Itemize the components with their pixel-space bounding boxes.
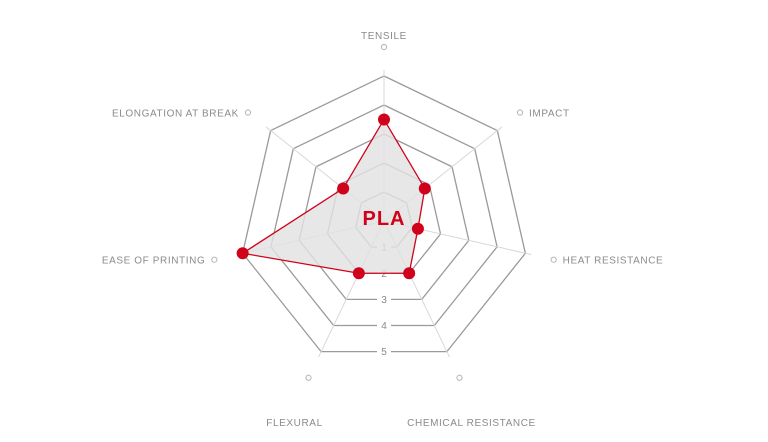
data-point [352, 267, 365, 280]
data-point [403, 267, 416, 280]
axis-label: FLEXURAL [266, 418, 323, 429]
axis-label: IMPACT [529, 109, 570, 120]
axis-label: EASE OF PRINTING [102, 256, 206, 267]
series-pla [236, 113, 431, 280]
axis-end-marker [516, 109, 524, 116]
axis-label: ELONGATION AT BREAK [112, 109, 239, 120]
axis-end-marker [380, 43, 388, 51]
axis-label: HEAT RESISTANCE [563, 256, 664, 267]
chart-title: PLA [363, 208, 406, 230]
axis-end-marker [456, 374, 463, 381]
axis-labels: TENSILE IMPACT HEAT RESISTANCE CHEMICAL RES… [102, 31, 663, 429]
axis-label: CHEMICAL RESISTANCE [407, 418, 536, 429]
data-point [378, 113, 390, 126]
scale-label: 3 [381, 295, 387, 306]
scale-label: 2 [381, 269, 387, 280]
data-point [411, 222, 424, 235]
axis-end-marker [305, 374, 312, 381]
scale-label: 4 [381, 321, 387, 332]
scale-label-bg [377, 292, 391, 306]
scale-label: 5 [381, 347, 387, 358]
series-area [240, 118, 426, 274]
data-point [418, 182, 431, 195]
data-point [236, 247, 249, 260]
scale-label-bg [377, 318, 391, 332]
data-point [337, 182, 350, 195]
axis-end-marker [550, 256, 557, 263]
axis-label: TENSILE [361, 31, 407, 42]
axis-end-marker [211, 256, 218, 263]
scale-label-bg [377, 344, 391, 358]
axis-end-marker [244, 109, 252, 116]
